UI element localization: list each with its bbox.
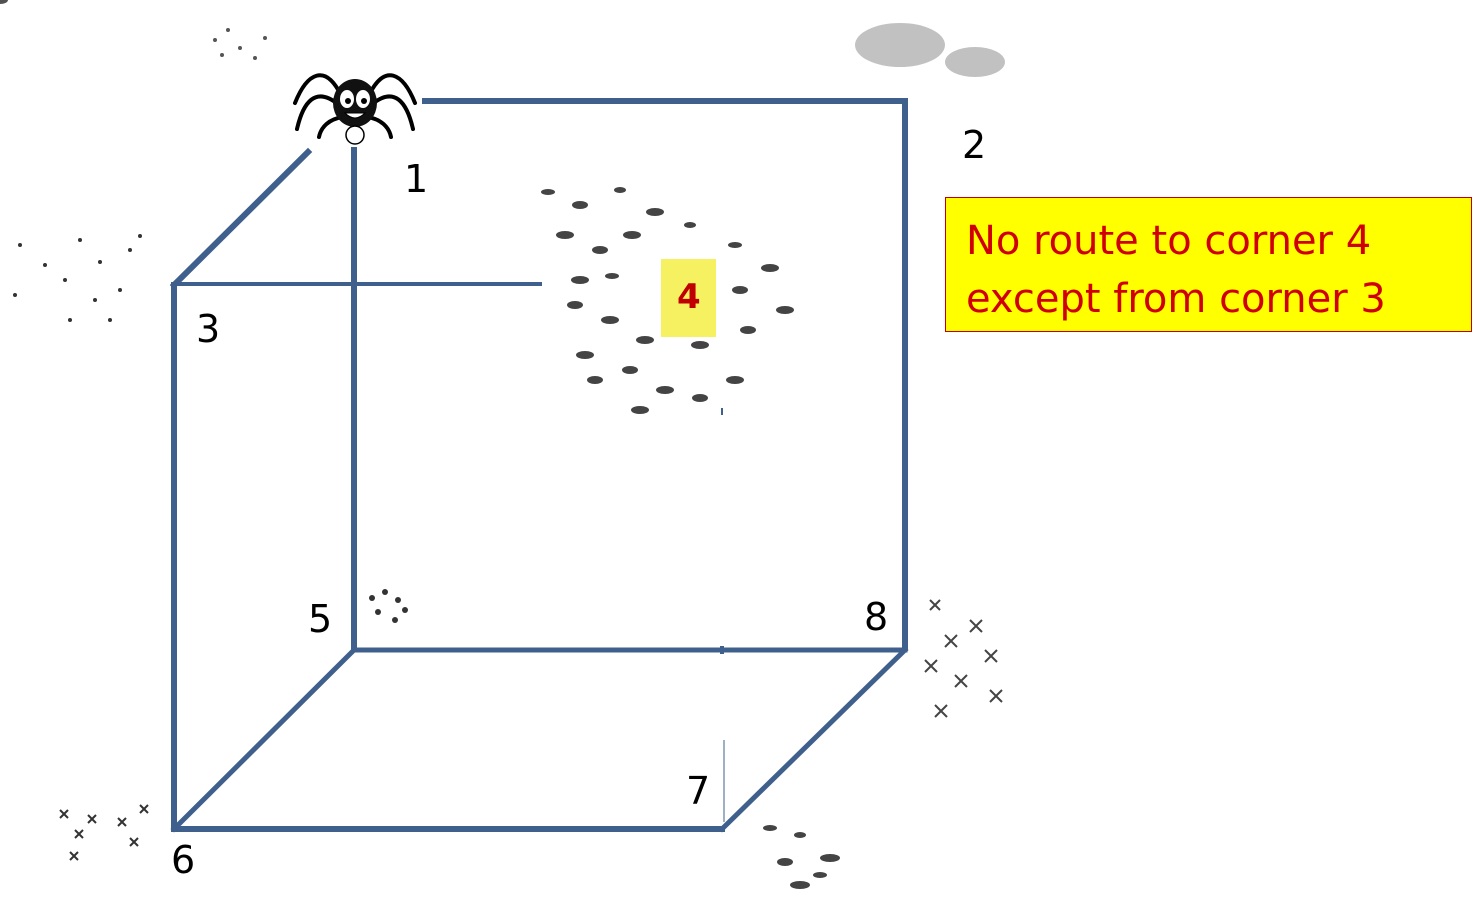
callout-line-1: No route to corner 4 bbox=[966, 212, 1471, 270]
corner-label-5: 5 bbox=[308, 600, 332, 638]
callout-line-2: except from corner 3 bbox=[966, 270, 1471, 328]
fly-swarm-corner7 bbox=[763, 825, 840, 889]
edge-5-6 bbox=[174, 650, 354, 829]
fly-swarm-corner5 bbox=[369, 589, 408, 623]
spider-icon bbox=[295, 75, 415, 144]
corner-label-3: 3 bbox=[196, 310, 220, 348]
corner-label-1: 1 bbox=[404, 160, 428, 198]
hidden-edge-hints bbox=[722, 408, 724, 822]
fly-swarm-corner3 bbox=[13, 234, 142, 322]
corner-label-6: 6 bbox=[171, 841, 195, 879]
corner-label-7: 7 bbox=[686, 772, 710, 810]
corner-label-8: 8 bbox=[864, 598, 888, 636]
callout-box: No route to corner 4 except from corner … bbox=[945, 197, 1472, 332]
corner-label-2: 2 bbox=[962, 126, 986, 164]
fly-swarm-corner8 bbox=[925, 600, 1002, 717]
corner-label-4: 4 bbox=[677, 280, 701, 314]
fly-swarm-icon bbox=[0, 0, 9, 4]
fly-swarm-corner6 bbox=[60, 805, 148, 860]
edge-7-8 bbox=[722, 650, 905, 829]
fly-swarm-corner1 bbox=[213, 28, 267, 60]
cube-edges bbox=[174, 101, 905, 829]
edge-1-3 bbox=[174, 152, 308, 285]
fly-swarm-corner2 bbox=[855, 23, 1005, 77]
